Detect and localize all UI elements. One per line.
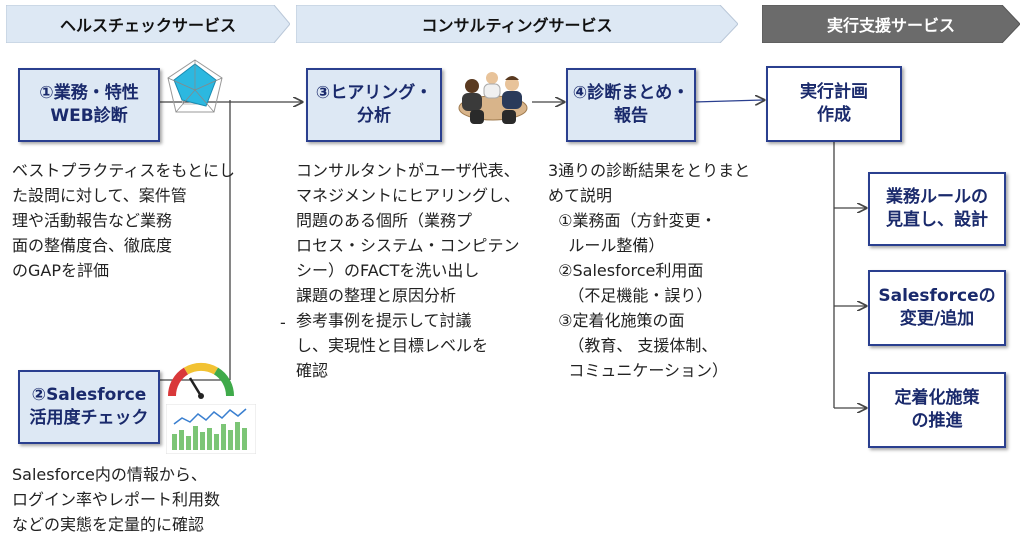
- box-business-rules: 業務ルールの 見直し、設計: [868, 172, 1006, 246]
- header-health-label: ヘルスチェックサービス: [59, 16, 236, 35]
- gauge-icon: [167, 362, 235, 399]
- box-rules-label: 業務ルールの 見直し、設計: [886, 187, 988, 230]
- box-salesforce-check: ②Salesforce 活用度チェック: [18, 370, 160, 444]
- desc-hearing: コンサルタントがユーザ代表、 マネジメントにヒアリングし、 問題のある個所（業務…: [296, 161, 521, 305]
- box-execution-plan: 実行計画 作成: [766, 66, 902, 142]
- meeting-people-icon: [458, 72, 528, 124]
- radar-chart-icon: [167, 59, 223, 113]
- chevron-shape: [296, 5, 738, 43]
- box-hearing-label: ③ヒアリング・ 分析: [315, 83, 433, 126]
- chevron-shape: [762, 5, 1020, 43]
- chevron-shape: [6, 5, 290, 43]
- box-sf-change-label: Salesforceの 変更/追加: [878, 286, 996, 329]
- box-salesforce-change: Salesforceの 変更/追加: [868, 270, 1006, 346]
- box-web-diagnosis-label: ①業務・特性 WEB診断: [39, 83, 139, 126]
- header-support: 実行支援サービス: [762, 5, 1020, 43]
- box-salesforce-check-label: ②Salesforce 活用度チェック: [29, 385, 149, 428]
- box-plan-label: 実行計画 作成: [800, 82, 868, 125]
- header-support-label: 実行支援サービス: [826, 16, 955, 35]
- header-consulting: コンサルティングサービス: [296, 5, 738, 43]
- desc-hearing-bullet: 参考事例を提示して討議 し、実現性と目標レベルを 確認: [296, 311, 489, 380]
- header-consulting-label: コンサルティングサービス: [421, 16, 613, 35]
- box-adoption-measures: 定着化施策 の推進: [868, 372, 1006, 448]
- desc-report: 3通りの診断結果をとりまと めて説明 ①業務面（方針変更・ ルール整備） ②Sa…: [548, 161, 751, 380]
- box-report-label: ④診断まとめ・ 報告: [572, 83, 690, 126]
- box-hearing-analysis: ③ヒアリング・ 分析: [306, 68, 442, 142]
- header-health-check: ヘルスチェックサービス: [6, 5, 290, 43]
- desc-web-diagnosis: ベストプラクティスをもとにし た設問に対して、案件管 理や活動報告など業務 面の…: [12, 161, 236, 280]
- box-adoption-label: 定着化施策 の推進: [894, 388, 980, 431]
- desc-salesforce-check: Salesforce内の情報から、 ログイン率やレポート利用数 などの実態を定量…: [12, 465, 221, 534]
- dashboard-chart-icon: [166, 404, 256, 454]
- box-diagnosis-report: ④診断まとめ・ 報告: [566, 68, 696, 142]
- desc-hearing-bullet-mark: -: [280, 313, 286, 332]
- box-web-diagnosis: ①業務・特性 WEB診断: [18, 68, 160, 142]
